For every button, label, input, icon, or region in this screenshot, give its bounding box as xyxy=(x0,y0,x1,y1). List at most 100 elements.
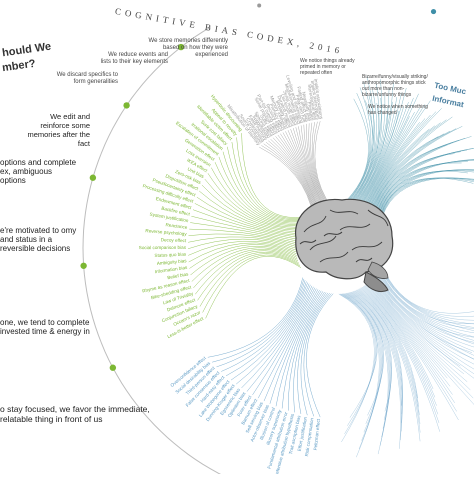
info-branch xyxy=(346,95,376,206)
meaning-branch xyxy=(380,264,474,317)
brain-fold xyxy=(339,223,371,231)
attribution-bias-branch xyxy=(288,291,325,411)
brain-fold xyxy=(367,209,389,227)
info-branch xyxy=(351,87,390,207)
category-complete-invested: one, we tend to complete invested time &… xyxy=(0,318,90,336)
decision-bias-label: Ambiguity bias xyxy=(157,258,188,266)
meaning-branch xyxy=(341,293,378,418)
brain-fold xyxy=(299,239,317,245)
brain-fold xyxy=(303,215,327,233)
subcategory-discard-specifics: We discard specifics to form generalitie… xyxy=(56,72,118,85)
meaning-branch xyxy=(361,287,439,415)
ring-dot-top xyxy=(257,3,262,8)
meaning-branch xyxy=(342,293,381,449)
meaning-branch xyxy=(363,285,434,389)
decision-bias-branch xyxy=(211,167,303,226)
meaning-branch xyxy=(368,282,474,399)
meaning-branch xyxy=(340,293,377,426)
meaning-branch xyxy=(360,287,440,423)
decision-bias-label: Backfire effect xyxy=(161,206,191,217)
memory-bias-label: Stereotypical bias xyxy=(307,84,319,121)
info-branch xyxy=(347,84,380,206)
meaning-branch xyxy=(367,283,448,379)
attribution-bias-branch xyxy=(293,292,327,413)
subcategory-primed-memory: We notice things already primed in memor… xyxy=(300,58,355,76)
decision-bias-branch xyxy=(204,178,301,229)
decision-bias-branch xyxy=(222,151,306,223)
attribution-bias-branch xyxy=(230,283,310,381)
info-branch xyxy=(357,102,409,209)
decision-bias-branch xyxy=(194,203,298,236)
meaning-branch xyxy=(380,263,474,314)
info-branch xyxy=(378,177,474,231)
info-branch xyxy=(364,128,430,214)
decision-bias-branch xyxy=(207,173,302,228)
decision-bias-branch xyxy=(189,244,297,269)
meaning-branch xyxy=(378,268,474,329)
info-branch xyxy=(345,100,374,205)
memory-bias-label: Negativity bias xyxy=(301,91,313,122)
decision-bias-branch xyxy=(187,238,297,250)
decision-bias-branch xyxy=(191,215,298,240)
brain-outline xyxy=(295,198,394,280)
category-stay-focused: o stay focused, we favor the immediate, … xyxy=(0,404,150,424)
decision-bias-branch xyxy=(188,236,297,247)
decision-bias-branch xyxy=(188,233,297,245)
meaning-branch xyxy=(368,282,474,405)
info-branch xyxy=(355,87,407,208)
decision-bias-branch xyxy=(190,245,297,276)
attribution-bias-branch xyxy=(275,290,322,407)
meaning-branch xyxy=(378,269,474,334)
decision-bias-label: Social comparison bias xyxy=(139,245,187,250)
meaning-branch xyxy=(379,268,474,324)
attribution-bias-branch xyxy=(241,285,313,389)
decision-bias-branch xyxy=(192,209,298,238)
decision-bias-branch xyxy=(236,137,310,219)
meaning-branch xyxy=(338,293,375,443)
decision-bias-branch xyxy=(193,249,298,289)
attribution-bias-branch xyxy=(252,287,316,396)
info-branch xyxy=(343,87,372,205)
meaning-branch xyxy=(380,265,474,325)
decision-bias-branch xyxy=(205,256,302,319)
decision-bias-branch xyxy=(218,156,305,224)
subcategory-notice-change: We notice when something has changed xyxy=(368,104,428,116)
info-branch xyxy=(347,89,377,206)
info-branch xyxy=(357,97,414,209)
decision-bias-branch xyxy=(227,146,308,221)
info-branch xyxy=(355,110,400,208)
meaning-branch xyxy=(343,293,382,441)
ring-dot-invested xyxy=(80,262,87,269)
attribution-bias-branch xyxy=(225,282,308,377)
info-branch xyxy=(353,101,393,207)
info-branch xyxy=(345,76,375,205)
info-branch xyxy=(360,104,426,211)
attribution-bias-branch xyxy=(269,290,320,404)
meaning-branch xyxy=(344,293,383,433)
attribution-bias-branch xyxy=(306,293,334,418)
info-branch xyxy=(353,97,398,208)
brain-fold xyxy=(351,241,383,251)
brain-fold xyxy=(355,257,373,263)
memory-bias-label: Implicit stereotypes xyxy=(310,80,321,120)
teal-dot-1 xyxy=(430,8,437,15)
info-branch xyxy=(366,119,447,215)
meaning-branch xyxy=(356,289,421,433)
meaning-branch xyxy=(379,267,474,331)
attribution-bias-branch xyxy=(212,278,305,363)
decision-bias-branch xyxy=(201,184,300,231)
attribution-bias-branch xyxy=(281,291,324,409)
info-branch xyxy=(344,81,373,205)
meaning-branch xyxy=(379,266,474,328)
meaning-branch xyxy=(364,285,457,412)
info-branch xyxy=(348,79,382,206)
decision-bias-branch xyxy=(214,162,304,225)
meaning-branch xyxy=(352,291,402,441)
attribution-bias-label: Risk compensation xyxy=(304,417,315,457)
info-branch xyxy=(362,114,431,212)
brain-fold xyxy=(309,235,337,251)
decision-bias-branch xyxy=(197,251,299,301)
memory-bias-label: Prejudice xyxy=(307,101,316,121)
decision-bias-branch xyxy=(191,247,298,282)
info-branch xyxy=(349,97,383,206)
